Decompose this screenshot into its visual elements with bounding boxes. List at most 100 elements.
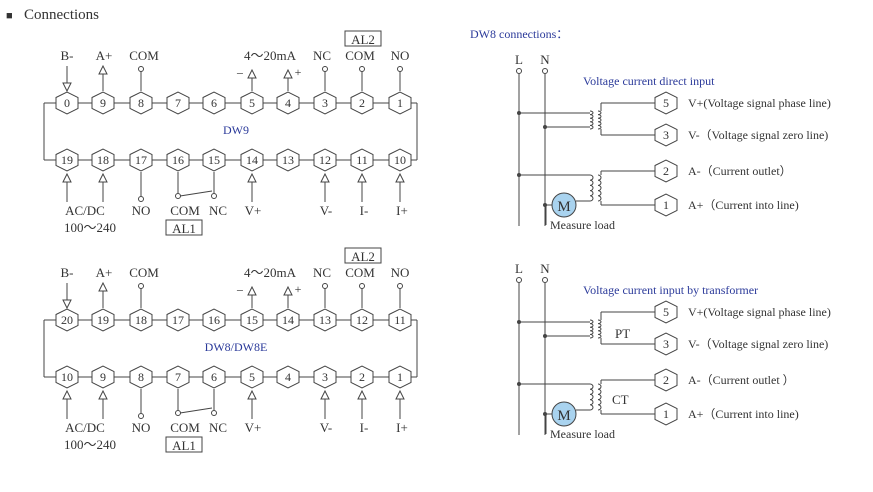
dw8-terminal-hex	[350, 308, 374, 332]
dw8-terminal-3: 3	[322, 370, 328, 384]
dw8-label-analog: 4～20mA	[244, 265, 297, 280]
dw9-terminal-0: 0	[64, 96, 70, 110]
dw8-terminal-19: 19	[97, 313, 109, 327]
dw9-iplus-arrow-icon	[395, 172, 405, 183]
dw8-vminus-arrow-icon	[320, 389, 330, 400]
dw9-terminal-12: 12	[319, 153, 331, 167]
dw8-ac2-arrow-icon	[98, 389, 108, 400]
undefined-pt-label: PT	[615, 326, 630, 341]
junction-dot	[517, 382, 521, 386]
dw8-label-b-minus: B-	[61, 265, 74, 280]
dw9-b-arrow-icon	[62, 82, 72, 93]
dw9-vminus-arrow-icon	[320, 172, 330, 183]
dw8-b-arrow-icon	[62, 299, 72, 310]
dw8-terminal-12: 12	[356, 313, 368, 327]
undefined-row-hex	[654, 91, 678, 115]
dw8-label-range: 100～240	[64, 437, 116, 452]
undefined-pt-secondary-coil	[597, 319, 602, 339]
dw9-label-vplus: V+	[245, 203, 262, 218]
undefined-row-hex	[654, 300, 678, 324]
dw8-terminal-hex	[313, 365, 337, 389]
undefined-load-label: Measure load	[550, 427, 615, 441]
dw8-terminal-2: 2	[359, 370, 365, 384]
dw9-terminal-17: 17	[135, 153, 147, 167]
terminal-dot	[138, 66, 144, 72]
dw9-label-b-minus: B-	[61, 48, 74, 63]
dw9-terminal-hex	[388, 148, 412, 172]
undefined-row-num-2: 2	[663, 164, 669, 178]
dw8-terminal-17: 17	[172, 313, 184, 327]
undefined-ct-label: CT	[612, 392, 629, 407]
dw9-terminal-hex	[276, 148, 300, 172]
dw8-label-no: NO	[391, 265, 410, 280]
terminal-dot	[359, 283, 365, 289]
dw9-label-analog: 4～20mA	[244, 48, 297, 63]
dw8-vplus-arrow-icon	[247, 389, 257, 400]
dw9-terminal-1: 1	[397, 96, 403, 110]
dw8-terminal-hex	[166, 308, 190, 332]
dw9-a-arrow-icon	[98, 64, 108, 75]
undefined-pt-primary-coil	[589, 110, 594, 130]
dw8-terminal-hex	[166, 365, 190, 389]
dw8-label-al1: AL1	[172, 438, 196, 453]
dw9-terminal-7: 7	[175, 96, 181, 110]
dw9-terminal-2: 2	[359, 96, 365, 110]
undefined-pt-secondary-coil	[597, 110, 602, 130]
terminal-dot	[175, 193, 181, 199]
dw8-terminal-hex	[240, 365, 264, 389]
dw9-label-bottom-com: COM	[170, 203, 200, 218]
dw9-terminal-hex	[129, 148, 153, 172]
dw8-label-al2: AL2	[351, 249, 375, 264]
dw9-label-minus: −	[236, 66, 243, 81]
terminal-dot	[516, 277, 522, 283]
undefined-motor-label: M	[557, 199, 570, 215]
dw9-label-vminus: V-	[320, 203, 333, 218]
dw9-label-no: NO	[391, 48, 410, 63]
dw9-terminal-hex	[350, 148, 374, 172]
dw9-analog-plus-arrow-icon	[283, 68, 293, 79]
dw9-terminal-9: 9	[100, 96, 106, 110]
dw9-terminal-13: 13	[282, 153, 294, 167]
dw9-terminal-hex	[313, 148, 337, 172]
undefined-row-text-5: V+(Voltage signal phase line)	[688, 305, 831, 319]
undefined-ct-secondary-coil	[597, 174, 602, 202]
undefined-motor-label: M	[557, 408, 570, 424]
terminal-dot	[516, 68, 522, 74]
dw8-terminal-hex	[276, 308, 300, 332]
dw8-terminal-hex	[202, 308, 226, 332]
undefined-row-text-1: A+（Current into line)	[688, 407, 799, 421]
dw9-terminal-hex	[240, 91, 264, 115]
dw9-terminal-14: 14	[246, 153, 258, 167]
undefined-row-text-2: A-（Current outlet）	[688, 164, 792, 178]
dw9-label-bottom-nc: NC	[209, 203, 227, 218]
dw8-terminal-20: 20	[61, 313, 73, 327]
switch-link	[179, 190, 213, 197]
undefined-row-num-1: 1	[663, 198, 669, 212]
dw9-terminal-6: 6	[211, 96, 217, 110]
dw8-terminal-9: 9	[100, 370, 106, 384]
dw8-terminal-7: 7	[175, 370, 181, 384]
undefined-N-label: N	[540, 261, 550, 276]
dw8-a-arrow-icon	[98, 281, 108, 292]
dw8-label-bottom-com: COM	[170, 420, 200, 435]
undefined-row-text-2: A-（Current outlet ）	[688, 373, 795, 387]
undefined-L-label: L	[515, 261, 523, 276]
dw8-label-bottom-nc: NC	[209, 420, 227, 435]
undefined-row-num-3: 3	[663, 337, 669, 351]
dw9-terminal-16: 16	[172, 153, 184, 167]
terminal-dot	[322, 283, 328, 289]
dw9-ac2-arrow-icon	[98, 172, 108, 183]
undefined-pt-primary-coil	[589, 319, 594, 339]
undefined-ct-primary-coil	[589, 383, 594, 411]
undefined-L-label: L	[515, 52, 523, 67]
undefined-row-hex	[654, 193, 678, 217]
terminal-dot	[397, 283, 403, 289]
dw8-terminal-hex	[91, 308, 115, 332]
undefined-row-text-1: A+（Current into line)	[688, 198, 799, 212]
dw8-terminal-14: 14	[282, 313, 294, 327]
dw9-terminal-hex	[388, 91, 412, 115]
undefined-caption: Voltage current input by transformer	[583, 283, 758, 297]
dw9-terminal-hex	[129, 91, 153, 115]
header-bullet: ■	[6, 10, 13, 22]
